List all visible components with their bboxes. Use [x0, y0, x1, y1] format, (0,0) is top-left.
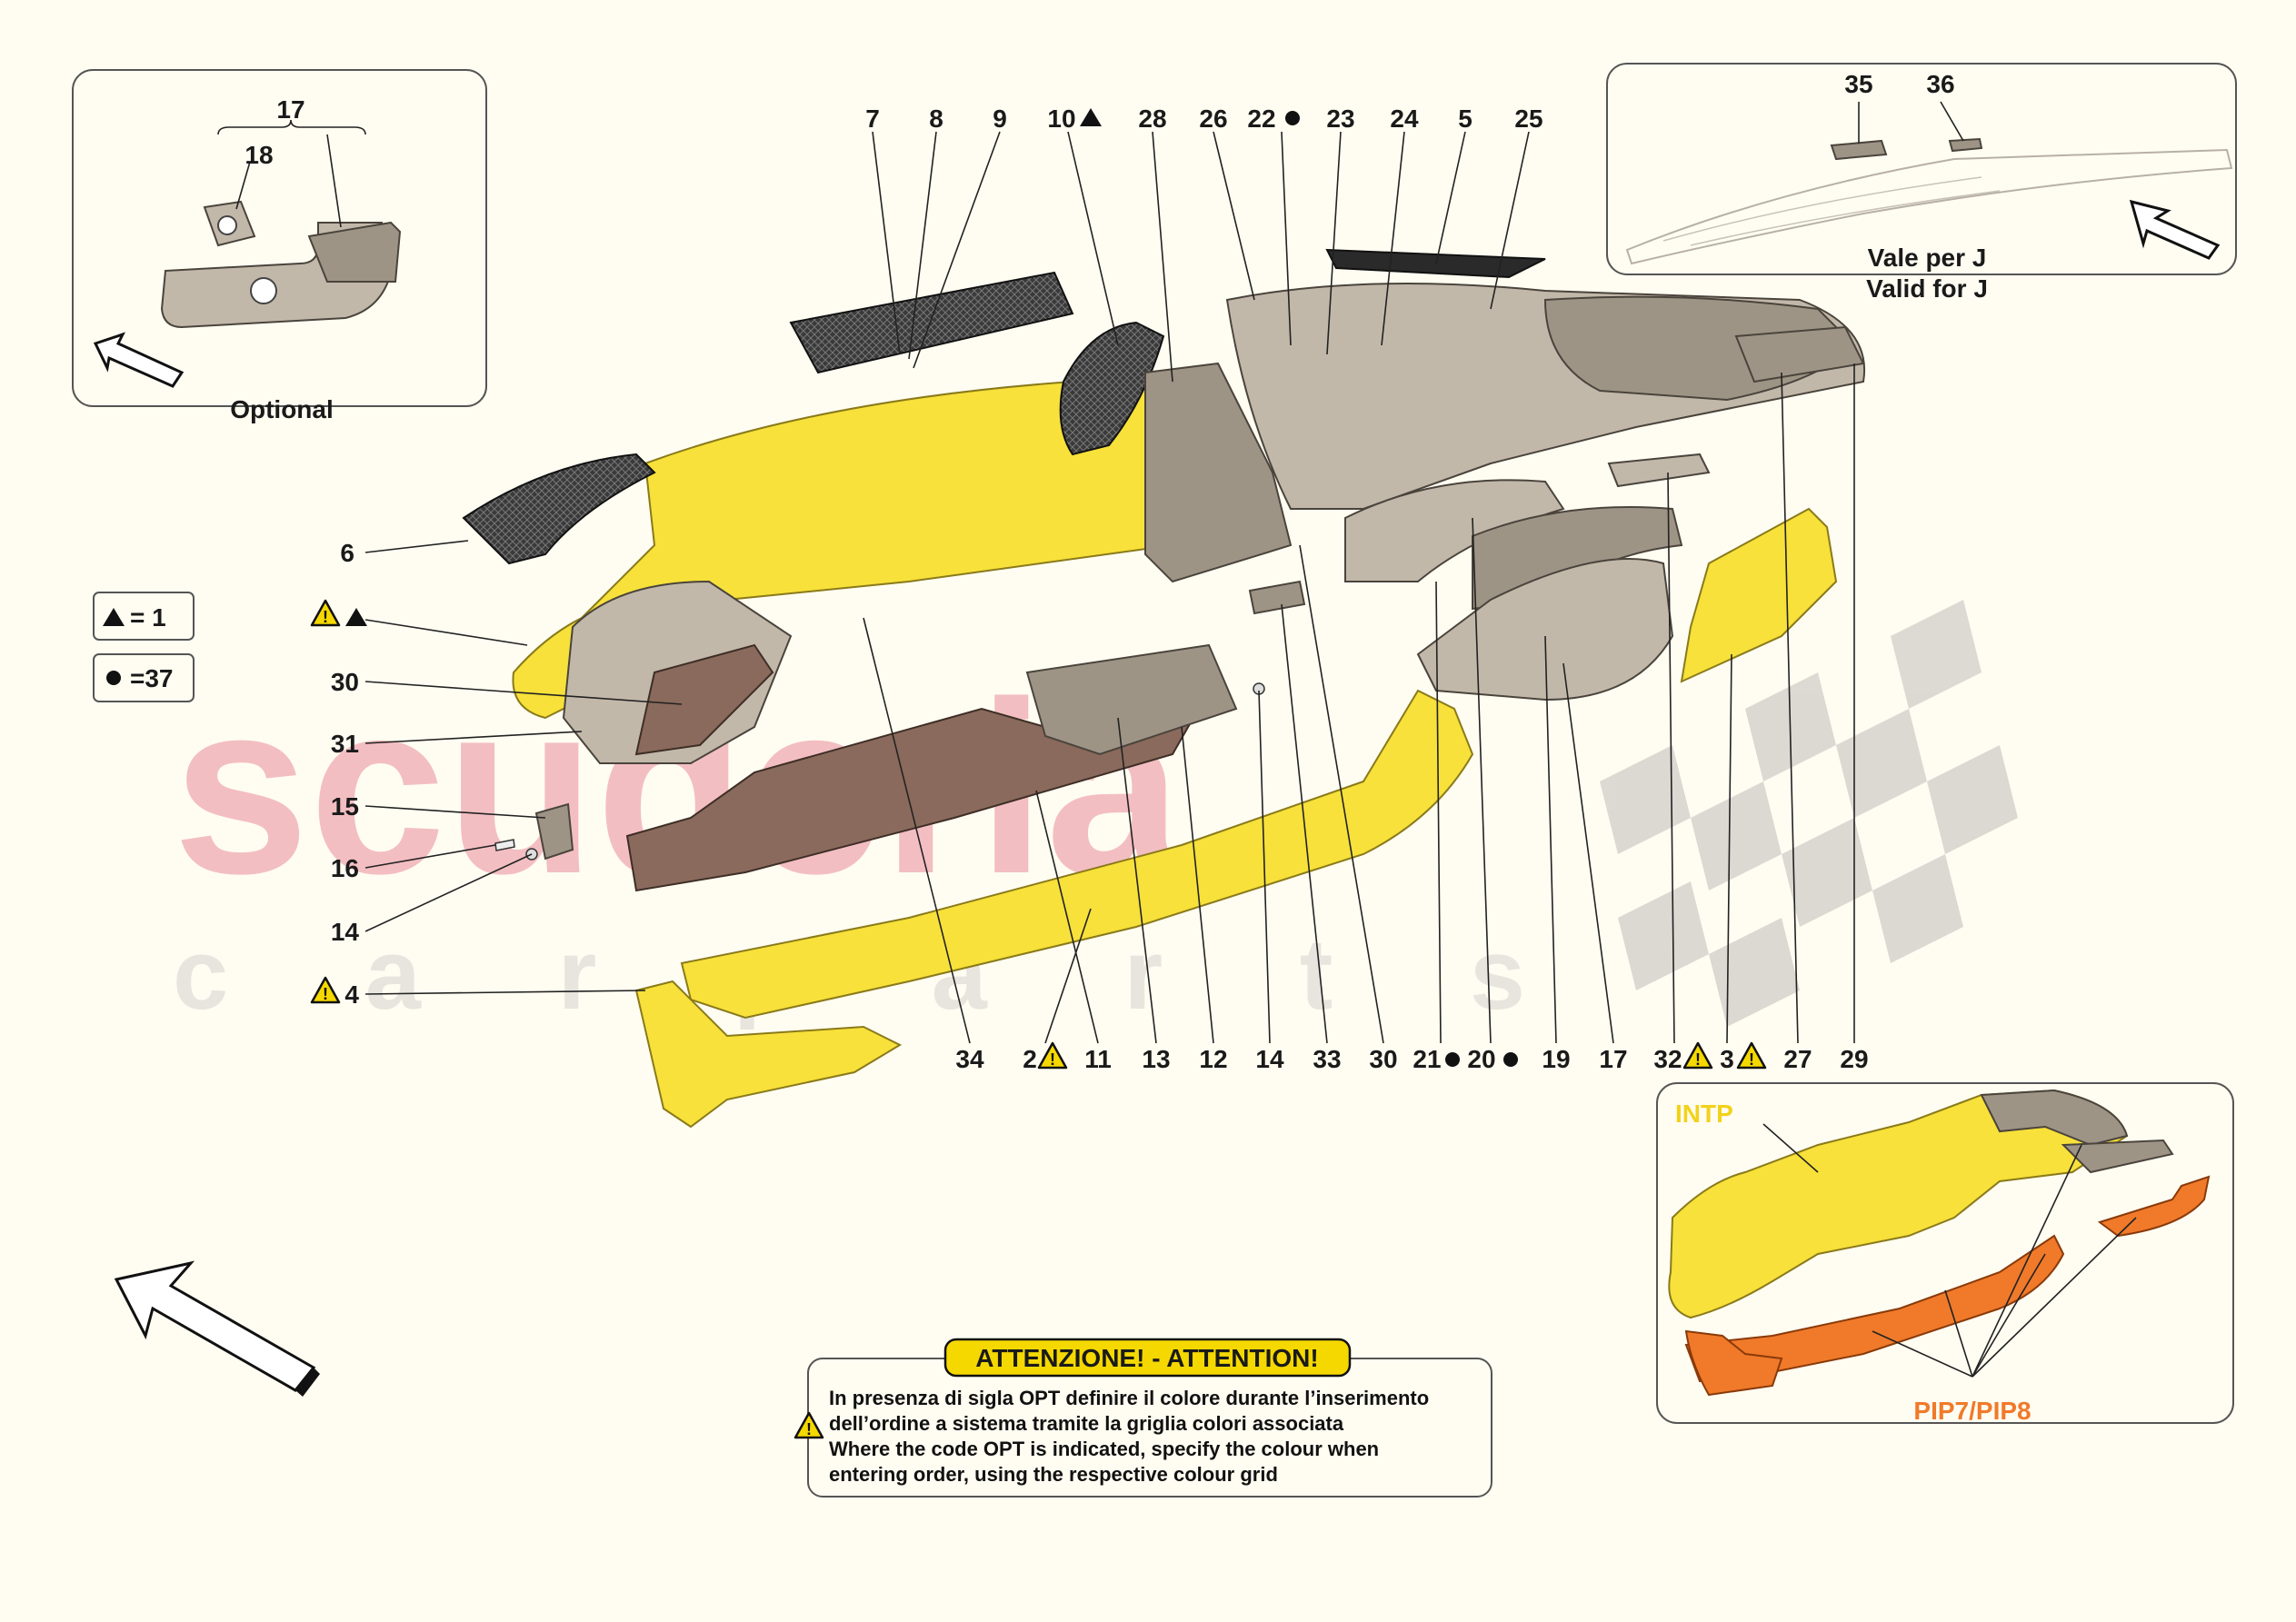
- attention-line-2: dell’ordine a sistema tramite la griglia…: [829, 1412, 1344, 1435]
- callout-22: 22: [1247, 104, 1275, 133]
- callout-13: 13: [1142, 1045, 1170, 1073]
- callout-9: 9: [993, 104, 1007, 133]
- triangle-marker-left: [345, 608, 367, 626]
- callout-35: 35: [1844, 70, 1872, 98]
- callout-34: 34: [955, 1045, 984, 1073]
- callout-27: 27: [1783, 1045, 1812, 1073]
- leader-lines: [364, 131, 1855, 1044]
- callout-6: 6: [340, 539, 354, 567]
- warning-icon: [1037, 1041, 1068, 1070]
- attention-line-1: In presenza di sigla OPT definire il col…: [829, 1387, 1429, 1409]
- legend-dot-text: =37: [130, 664, 174, 692]
- legend: = 1 =37: [93, 592, 195, 702]
- inset-trim-label-pip: PIP7/PIP8: [1913, 1397, 2031, 1425]
- inset-trim-label-intp: INTP: [1675, 1100, 1733, 1128]
- callout-24: 24: [1390, 104, 1419, 133]
- callout-17: 17: [1599, 1045, 1627, 1073]
- callout-11: 11: [1084, 1045, 1112, 1073]
- triangle-marker-10: [1080, 108, 1102, 126]
- callout-31: 31: [331, 730, 359, 758]
- attention-title: ATTENZIONE! - ATTENTION!: [975, 1344, 1318, 1372]
- warning-icon: [310, 599, 341, 628]
- attention-line-4: entering order, using the respective col…: [829, 1463, 1278, 1486]
- inset-j-line1: Vale per J: [1868, 244, 1987, 272]
- callout-30-bottom: 30: [1369, 1045, 1397, 1073]
- callout-16: 16: [331, 854, 359, 882]
- callout-5: 5: [1458, 104, 1472, 133]
- warning-icon: [1682, 1041, 1713, 1070]
- inset-j-line2: Valid for J: [1866, 274, 1988, 303]
- callout-4: 4: [344, 980, 359, 1009]
- callout-29: 29: [1840, 1045, 1868, 1073]
- callout-30-left: 30: [331, 668, 359, 696]
- inset-trim-colours: INTP PIP7/PIP8: [1656, 1082, 2234, 1425]
- callout-7: 7: [865, 104, 880, 133]
- dashboard-assembly: [462, 248, 1866, 1129]
- callout-21: 21: [1413, 1045, 1441, 1073]
- callout-28: 28: [1138, 104, 1166, 133]
- callout-12: 12: [1199, 1045, 1227, 1073]
- dot-marker-22: [1285, 111, 1300, 125]
- callout-36: 36: [1926, 70, 1954, 98]
- callout-2: 2: [1023, 1045, 1037, 1073]
- inset-valid-for-j: 35 36 Vale per J Valid for J: [1606, 63, 2237, 303]
- callout-18: 18: [245, 141, 273, 169]
- callout-14-left: 14: [331, 918, 360, 946]
- attention-notice: ATTENZIONE! - ATTENTION! In presenza di …: [794, 1338, 1492, 1498]
- attention-line-3: Where the code OPT is indicated, specify…: [829, 1438, 1379, 1460]
- callout-26: 26: [1199, 104, 1227, 133]
- orientation-arrow: [114, 1260, 316, 1392]
- inset-optional: 17 18 Optional: [72, 69, 487, 423]
- watermark-flag: [1600, 600, 2018, 1027]
- warning-icon: [1736, 1041, 1767, 1070]
- callout-23: 23: [1326, 104, 1354, 133]
- inset-optional-label: Optional: [230, 395, 334, 423]
- callout-20: 20: [1467, 1045, 1495, 1073]
- callouts-bottom: 34 2 11 13 12 14 33 30 21 20 19 17 32 3 …: [955, 1041, 1869, 1073]
- callout-3: 3: [1720, 1045, 1734, 1073]
- callout-8: 8: [929, 104, 943, 133]
- callout-10: 10: [1047, 104, 1075, 133]
- callout-32: 32: [1653, 1045, 1682, 1073]
- callout-17-optional: 17: [276, 95, 304, 124]
- legend-triangle-text: = 1: [130, 603, 166, 632]
- callout-15: 15: [331, 792, 359, 821]
- callouts-top: 7 8 9 10 28 26 22 23 24 5 25: [865, 104, 1542, 133]
- callouts-left: 6 30 31 15 16 14 4: [310, 539, 367, 1009]
- dot-marker-20: [1503, 1052, 1518, 1067]
- callout-25: 25: [1514, 104, 1542, 133]
- callout-14-bottom: 14: [1255, 1045, 1284, 1073]
- callout-19: 19: [1542, 1045, 1570, 1073]
- callout-33: 33: [1313, 1045, 1341, 1073]
- dot-marker-21: [1445, 1052, 1460, 1067]
